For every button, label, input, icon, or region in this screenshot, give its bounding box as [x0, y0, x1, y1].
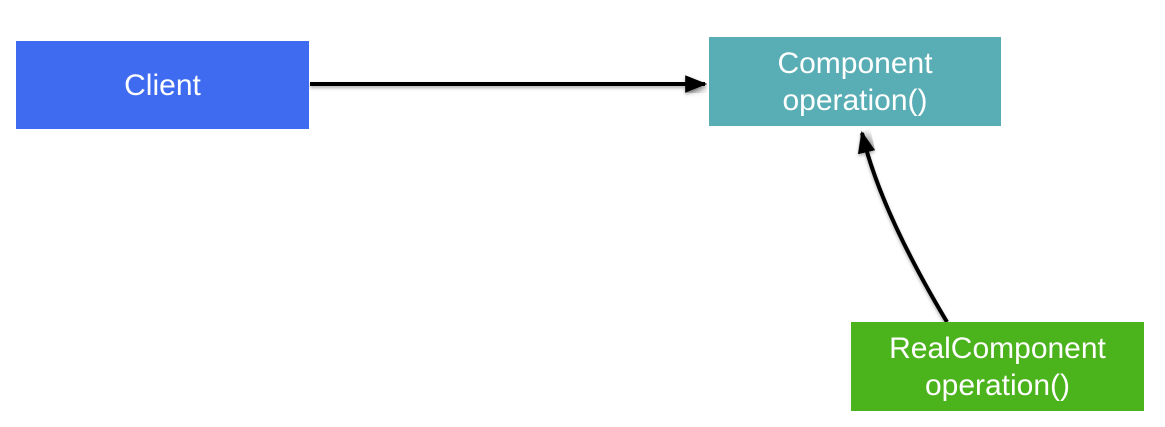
component-node-label: Component	[777, 46, 933, 80]
realcomponent-node: RealComponent operation()	[851, 322, 1144, 411]
component-node: Component operation()	[709, 37, 1001, 126]
component-node-method: operation()	[782, 83, 928, 117]
client-node: Client	[16, 41, 309, 129]
realcomponent-node-label: RealComponent	[889, 331, 1106, 365]
realcomponent-to-component-arrow	[857, 130, 949, 324]
client-node-label: Client	[124, 68, 201, 102]
realcomponent-node-method: operation()	[924, 368, 1071, 402]
